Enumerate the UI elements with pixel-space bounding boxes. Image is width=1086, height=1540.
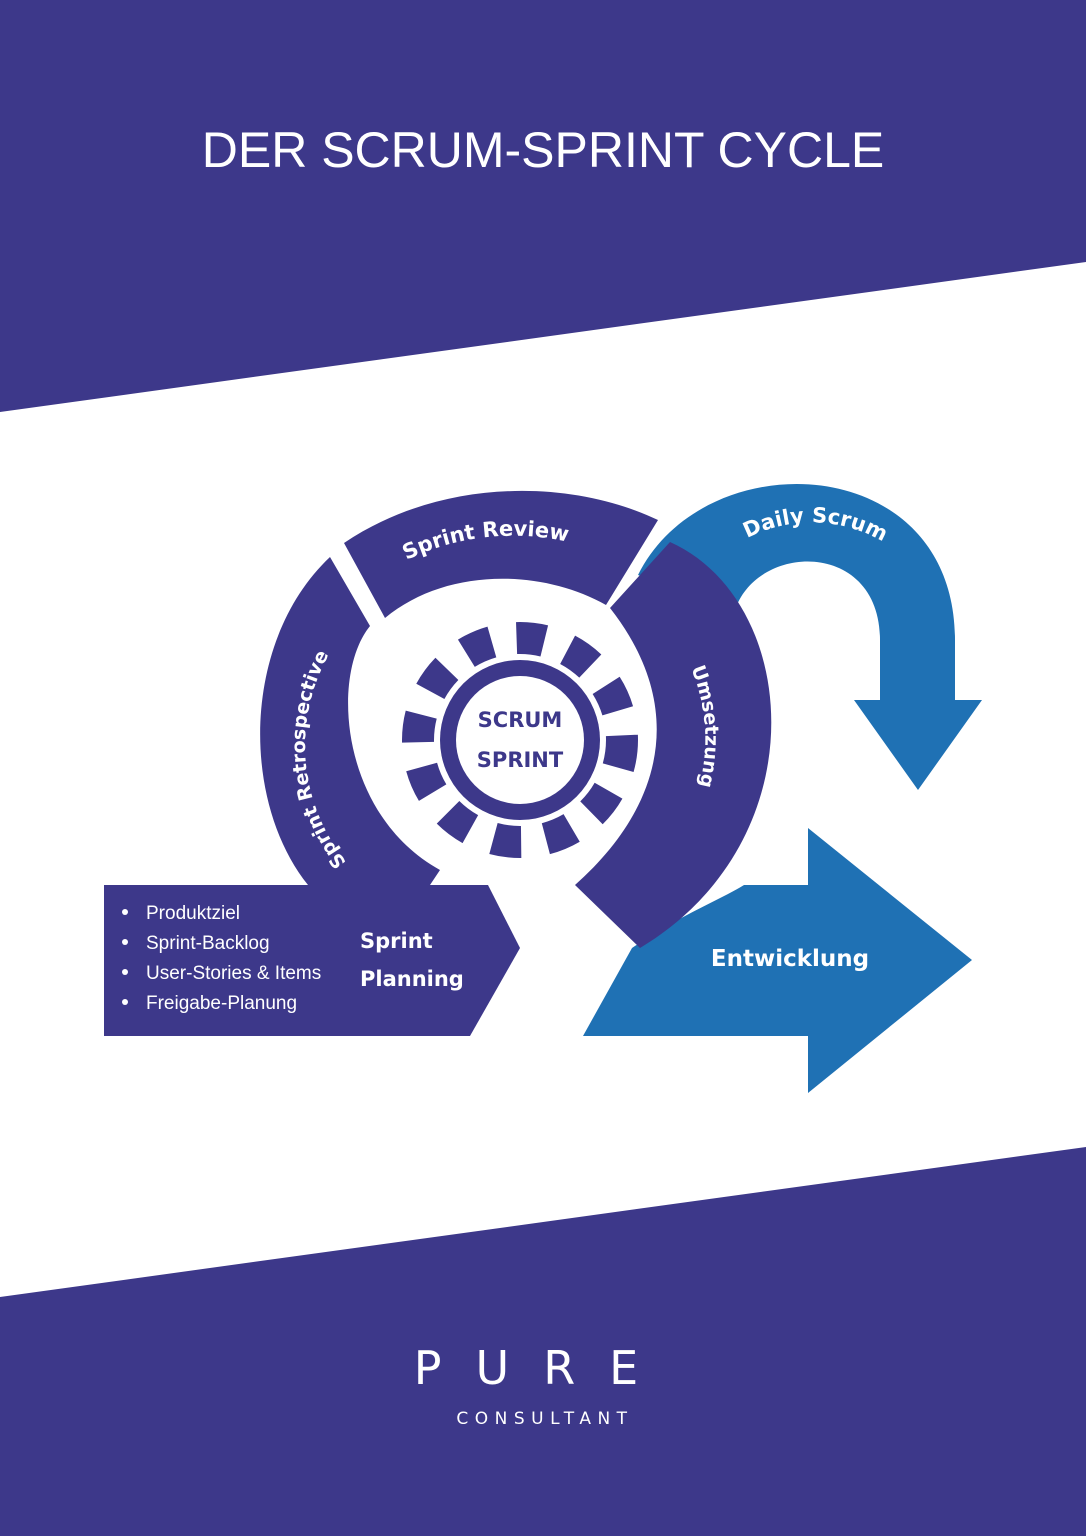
bullet-dot [122,909,128,915]
segment-sprint-review [344,490,658,618]
segment-umsetzung [575,542,772,948]
center-label-scrum: SCRUM [478,708,563,732]
logo: PURE CONSULTANT [414,1341,672,1429]
list-item: Sprint-Backlog [146,933,270,954]
list-item: User-Stories & Items [146,963,321,984]
label-sprint-planning-line2: Planning [360,967,464,991]
bullet-dot [122,939,128,945]
daily-scrum-arrow [638,483,982,790]
top-band [0,0,1086,412]
logo-sub: CONSULTANT [456,1409,633,1429]
gear-icon [402,622,638,858]
bullet-dot [122,969,128,975]
planning-list: Produktziel Sprint-Backlog User-Stories … [122,903,321,1014]
center-label-sprint: SPRINT [477,748,564,772]
list-item: Freigabe-Planung [146,993,297,1014]
logo-brand: PURE [414,1341,672,1395]
label-entwicklung: Entwicklung [711,946,869,972]
list-item: Produktziel [146,903,240,924]
gear-hub [456,676,584,804]
label-sprint-planning-line1: Sprint [360,929,433,953]
page-title: DER SCRUM-SPRINT CYCLE [202,122,885,178]
bullet-dot [122,999,128,1005]
entwicklung-arrow [583,828,972,1093]
bottom-band [0,1147,1086,1536]
sprint-planning-box [104,885,520,1036]
segment-sprint-retrospective [260,557,440,885]
